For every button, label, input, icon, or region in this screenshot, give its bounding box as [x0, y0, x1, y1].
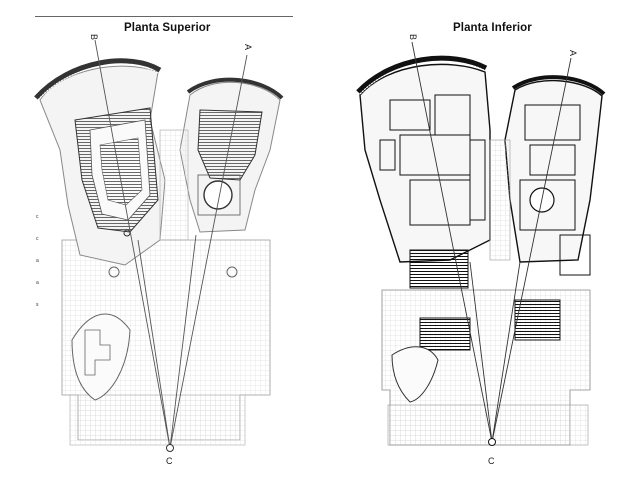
minor-hall-roof-arc — [186, 77, 284, 100]
section-label-c: C — [488, 456, 495, 466]
floor-plan-upper: B A C c c a a s — [34, 34, 284, 466]
restaurant-outline — [391, 346, 439, 403]
section-label-a: A — [568, 50, 578, 56]
section-lines — [94, 39, 248, 449]
margin-tick: a — [36, 280, 39, 286]
section-label-b: B — [89, 34, 99, 40]
section-label-a: A — [243, 44, 253, 50]
central-corridor — [159, 129, 189, 241]
playhouse-theatre — [514, 299, 561, 341]
panel-title: Planta Inferior — [453, 22, 532, 34]
central-corridor — [489, 139, 511, 261]
panel-title: Planta Superior — [124, 22, 211, 34]
section-lines — [411, 41, 572, 443]
panel-planta-inferior: Planta Inferior — [320, 0, 640, 480]
major-hall-marker — [123, 229, 131, 237]
minor-hall-stage — [203, 180, 233, 210]
section-point-c — [488, 438, 496, 446]
floor-plan-lower: B A C — [356, 34, 606, 466]
drama-theatre — [419, 317, 471, 351]
section-label-c: C — [166, 456, 173, 466]
panel-planta-superior: Planta Superior — [34, 16, 293, 466]
section-label-b: B — [408, 34, 418, 40]
restaurant-outline — [71, 313, 131, 401]
margin-tick: c — [36, 214, 39, 220]
major-hall-roof-arc — [356, 55, 488, 94]
margin-tick: c — [36, 236, 39, 242]
lower-theatre-seating — [409, 249, 469, 289]
minor-hall-block — [504, 79, 603, 263]
title-rule — [35, 16, 293, 17]
major-hall-rooms — [379, 94, 486, 226]
minor-hall-roof-arc — [511, 75, 606, 96]
margin-tick: s — [36, 302, 39, 308]
minor-hall-rooms — [519, 104, 591, 276]
section-point-c — [166, 444, 174, 452]
margin-tick: a — [36, 258, 39, 264]
forecourt-steps — [69, 394, 246, 446]
